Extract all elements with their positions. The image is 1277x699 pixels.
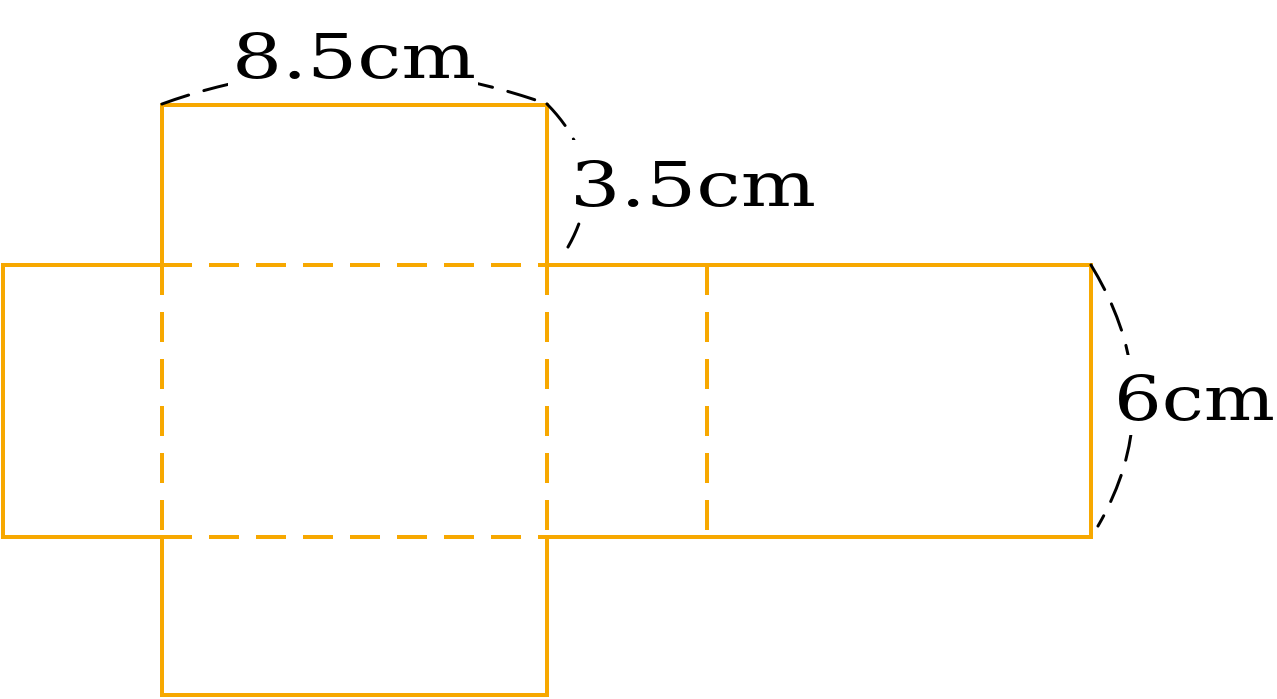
width-dimension-arc (545, 102, 588, 249)
net-fold-lines (160, 263, 709, 539)
top-flap-edge (160, 103, 549, 265)
left-face-edge (1, 263, 162, 539)
right-strip-edge (547, 263, 1093, 539)
length-label-backdrop (228, 18, 478, 86)
height-label-backdrop (1112, 355, 1277, 435)
width-label: 3.5cm (570, 148, 816, 221)
width-label-backdrop (568, 140, 820, 220)
length-label: 8.5cm (232, 20, 476, 93)
height-label: 6cm (1114, 362, 1275, 435)
net-solid-edges (1, 103, 1093, 697)
dimension-arcs (160, 68, 1135, 528)
bottom-flap-edge (160, 537, 549, 697)
